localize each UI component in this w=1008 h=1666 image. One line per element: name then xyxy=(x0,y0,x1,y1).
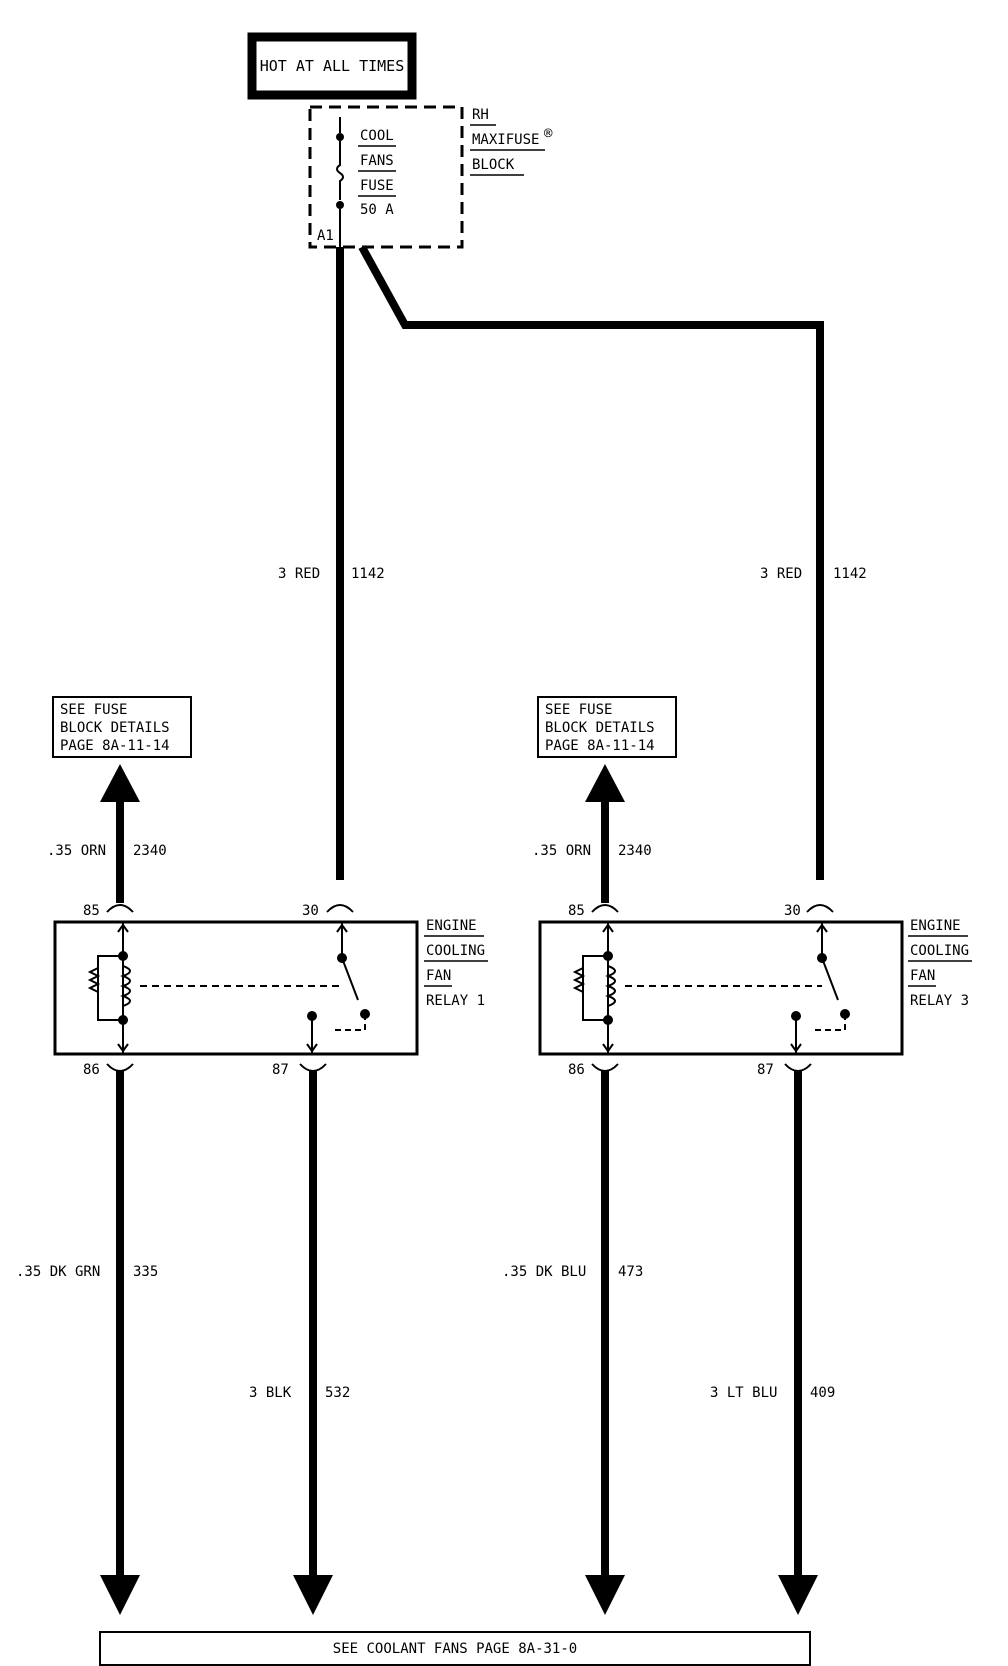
relay-1-orn-wire-label: .35 ORN xyxy=(47,843,106,859)
relay-1-control-wire-circuit: 335 xyxy=(133,1264,158,1280)
relay-3-pin-30: 30 xyxy=(784,903,801,919)
relay-1-control-down-arrow xyxy=(100,1575,140,1615)
coolant-fans-reference-label: SEE COOLANT FANS PAGE 8A-31-0 xyxy=(333,1641,577,1657)
hot-at-all-times-label: HOT AT ALL TIMES xyxy=(260,57,405,75)
fuse-terminal-label: A1 xyxy=(317,228,334,244)
relay-1-orn-wire-circuit: 2340 xyxy=(133,843,167,859)
relay-3-control-wire-label: .35 DK BLU xyxy=(502,1264,586,1280)
fuse-block-name-line-3: BLOCK xyxy=(472,157,515,173)
relay-1-label-line-4: RELAY 1 xyxy=(426,993,485,1009)
relay-3-control-wire-circuit: 473 xyxy=(618,1264,643,1280)
relay-3-fuse-ref-box xyxy=(537,696,677,758)
relay-3-fuse-ref-line-1: SEE FUSE xyxy=(545,702,612,718)
relay-3-label-line-2: COOLING xyxy=(910,943,969,959)
relay-1-up-arrow xyxy=(100,764,140,802)
fuse-rating: 50 A xyxy=(360,202,394,218)
relay-3-pin-87: 87 xyxy=(757,1062,774,1078)
relay-1-pin-87: 87 xyxy=(272,1062,289,1078)
feed-wires xyxy=(336,245,824,880)
relay-3-feed-wire-circuit: 1142 xyxy=(833,566,867,582)
relay-3-pin-86: 86 xyxy=(568,1062,585,1078)
relay-3-pin-85: 85 xyxy=(568,903,585,919)
relay-3-control-down-arrow xyxy=(585,1575,625,1615)
relay-1-output-down-arrow xyxy=(293,1575,333,1615)
relay-1-output-wire-label: 3 BLK xyxy=(249,1385,292,1401)
relay-1-feed-wire-label: 3 RED xyxy=(278,566,320,582)
relay-3: SEE FUSE BLOCK DETAILS PAGE 8A-11-14 .35… xyxy=(502,566,972,1615)
relay-3-label-line-1: ENGINE xyxy=(910,918,961,934)
rh-maxifuse-block: COOL FANS FUSE 50 A A1 RH MAXIFUSE ® BLO… xyxy=(308,105,553,249)
relay-3-orn-wire-label: .35 ORN xyxy=(532,843,591,859)
relay-3-label-line-4: RELAY 3 xyxy=(910,993,969,1009)
relay-1-label-line-1: ENGINE xyxy=(426,918,477,934)
relay-3-output-wire-label: 3 LT BLU xyxy=(710,1385,777,1401)
fuse-label-line-1: COOL xyxy=(360,128,394,144)
relay-3-output-wire-circuit: 409 xyxy=(810,1385,835,1401)
relay-3-feed-wire-label: 3 RED xyxy=(760,566,802,582)
relay-3-fuse-ref-line-2: BLOCK DETAILS xyxy=(545,720,655,736)
relay-1-output-wire-circuit: 532 xyxy=(325,1385,350,1401)
relay-3-up-arrow xyxy=(585,764,625,802)
relay-1-control-wire-label: .35 DK GRN xyxy=(16,1264,100,1280)
relay-1-fuse-ref-line-1: SEE FUSE xyxy=(60,702,127,718)
relay-1-fuse-ref-line-2: BLOCK DETAILS xyxy=(60,720,170,736)
hot-at-all-times-box: HOT AT ALL TIMES xyxy=(247,32,417,100)
relay-1-fuse-ref-line-3: PAGE 8A-11-14 xyxy=(60,738,170,754)
relay-1-fuse-ref-box xyxy=(52,696,192,758)
relay-1: SEE FUSE BLOCK DETAILS PAGE 8A-11-14 .35… xyxy=(16,566,488,1615)
relay-3-output-down-arrow xyxy=(778,1575,818,1615)
fuse-label-line-2: FANS xyxy=(360,153,394,169)
coolant-fans-reference-box: SEE COOLANT FANS PAGE 8A-31-0 xyxy=(99,1631,811,1666)
fuse-block-name-line-2: MAXIFUSE xyxy=(472,132,539,148)
relay-3-orn-wire-circuit: 2340 xyxy=(618,843,652,859)
relay-1-feed-wire-circuit: 1142 xyxy=(351,566,385,582)
relay-1-pin-30: 30 xyxy=(302,903,319,919)
fuse-label-line-3: FUSE xyxy=(360,178,394,194)
relay-3-label-line-3: FAN xyxy=(910,968,935,984)
registered-mark: ® xyxy=(544,126,553,142)
relay-1-pin-85: 85 xyxy=(83,903,100,919)
fuse-block-name-line-1: RH xyxy=(472,107,489,123)
relay-1-pin-86: 86 xyxy=(83,1062,100,1078)
relay-1-label-line-3: FAN xyxy=(426,968,451,984)
relay-1-label-line-2: COOLING xyxy=(426,943,485,959)
relay-3-fuse-ref-line-3: PAGE 8A-11-14 xyxy=(545,738,655,754)
